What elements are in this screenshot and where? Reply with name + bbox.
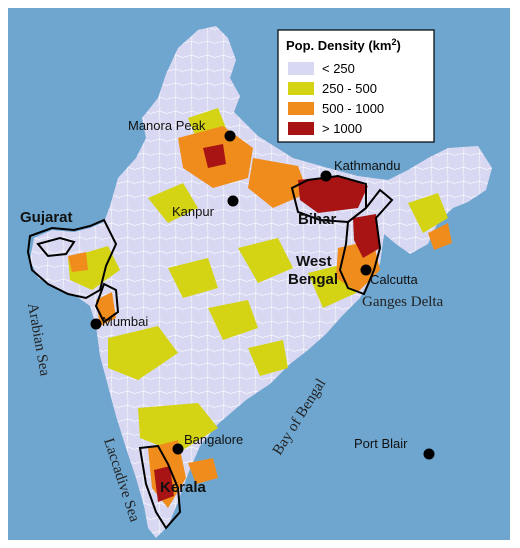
gujarat-outline xyxy=(26,218,118,300)
bangalore-marker[interactable] xyxy=(172,443,184,455)
city-markers xyxy=(90,130,435,460)
kanpur-label: Kanpur xyxy=(172,204,215,219)
bihar-label: Bihar xyxy=(298,211,337,228)
port-blair-marker[interactable] xyxy=(423,448,435,460)
legend-label: 500 - 1000 xyxy=(322,101,384,116)
legend-swatch xyxy=(288,122,314,135)
gujarat-kutch-inner xyxy=(36,236,76,258)
india-population-density-map: Manora Peak Kathmandu Kanpur Mumbai Calc… xyxy=(8,8,510,540)
west-bengal-label-line2: Bengal xyxy=(288,271,338,288)
west-bengal-label-line1: West xyxy=(296,253,332,270)
calcutta-marker[interactable] xyxy=(360,264,372,276)
bangalore-label: Bangalore xyxy=(184,432,243,447)
calcutta-label: Calcutta xyxy=(370,272,418,287)
mumbai-label: Mumbai xyxy=(102,314,148,329)
mumbai-coast-outline xyxy=(94,282,120,324)
legend-title: Pop. Density (km2) xyxy=(286,37,401,53)
kanpur-marker[interactable] xyxy=(227,195,239,207)
gujarat-label: Gujarat xyxy=(20,209,73,226)
legend-swatch xyxy=(288,82,314,95)
legend-items: < 250 250 - 500 500 - 1000 > 1000 xyxy=(288,61,384,136)
map-frame: Manora Peak Kathmandu Kanpur Mumbai Calc… xyxy=(8,8,510,540)
legend-swatch xyxy=(288,102,314,115)
legend-label: 250 - 500 xyxy=(322,81,377,96)
manora-peak-marker[interactable] xyxy=(224,130,236,142)
mumbai-marker[interactable] xyxy=(90,318,102,330)
legend-swatch xyxy=(288,62,314,75)
kerala-outline xyxy=(138,444,182,530)
kathmandu-marker[interactable] xyxy=(320,170,332,182)
manora-peak-label: Manora Peak xyxy=(128,118,206,133)
density-over-1000-areas xyxy=(154,144,380,502)
kerala-label: Kerala xyxy=(160,479,207,496)
port-blair-label: Port Blair xyxy=(354,436,408,451)
kathmandu-label: Kathmandu xyxy=(334,158,401,173)
legend-label: > 1000 xyxy=(322,121,362,136)
legend-label: < 250 xyxy=(322,61,355,76)
ganges-delta-label: Ganges Delta xyxy=(362,294,444,310)
state-outlines xyxy=(26,174,394,530)
west-bengal-outline xyxy=(338,188,394,296)
legend: Pop. Density (km2) < 250 250 - 500 500 - 1… xyxy=(277,29,435,143)
